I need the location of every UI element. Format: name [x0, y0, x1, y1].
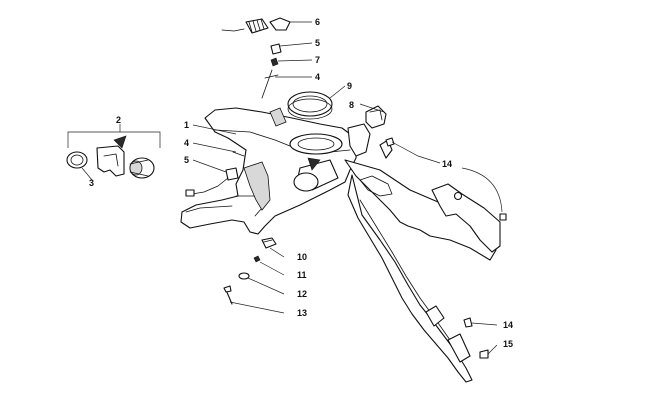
boot-grommet-assembly: [66, 135, 155, 179]
cap-8: [365, 105, 387, 129]
callout-15: 15: [503, 339, 513, 349]
callout-7: 7: [315, 55, 320, 65]
wire-harness-left: [185, 151, 245, 197]
ring-9: [287, 91, 333, 120]
callout-5-left: 5: [184, 155, 189, 165]
fasteners-right: [385, 137, 507, 359]
callout-12: 12: [297, 289, 307, 299]
console-body: [180, 107, 393, 235]
callout-8: 8: [349, 100, 354, 110]
callout-9: 9: [347, 81, 352, 91]
callout-1: 1: [184, 120, 189, 130]
callout-2: 2: [116, 115, 121, 125]
fastener-stack: [223, 237, 277, 305]
callout-14-top: 14: [442, 159, 452, 169]
callout-11: 11: [297, 270, 307, 280]
callout-14-bottom: 14: [503, 320, 513, 330]
callout-4-left: 4: [184, 138, 189, 148]
cable-hardware-top: [221, 17, 291, 99]
callout-4-top: 4: [315, 72, 320, 82]
callout-labels: 6 5 7 4 9 8 1 2 3 4 5 14 10 11 12 13 14 …: [89, 17, 513, 349]
callout-13: 13: [297, 308, 307, 318]
callout-5-top: 5: [315, 38, 320, 48]
leader-lines: [67, 21, 503, 355]
callout-3: 3: [89, 178, 94, 188]
callout-10: 10: [297, 252, 307, 262]
side-panel: [344, 159, 501, 383]
callout-6: 6: [315, 17, 320, 27]
